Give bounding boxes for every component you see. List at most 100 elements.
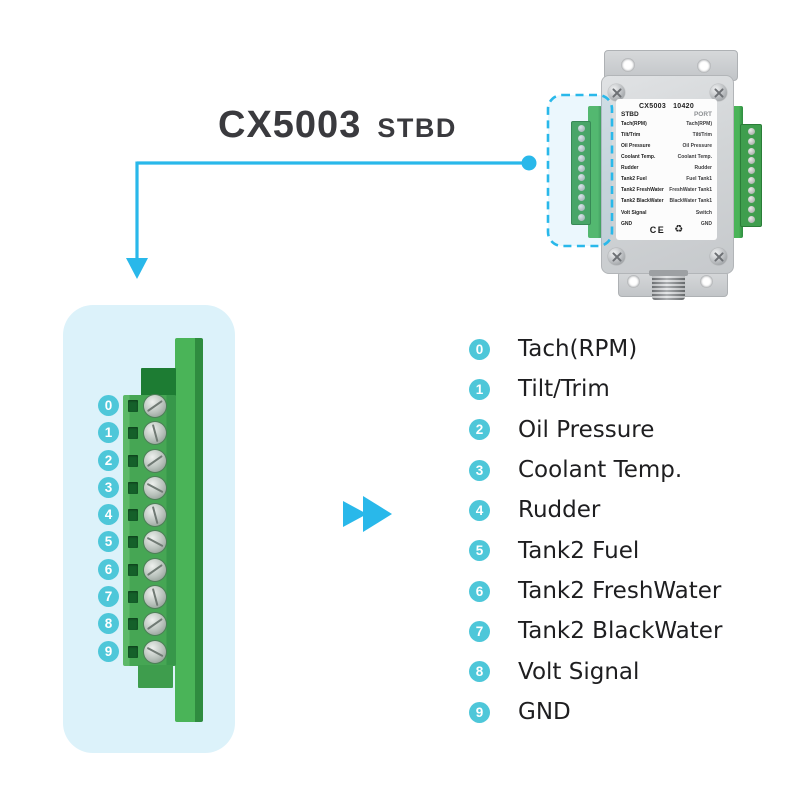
screw-icon [577,164,585,172]
screw-icon [710,248,727,265]
terminal-screw-icon [144,476,166,499]
page-title: CX5003 STBD [218,104,457,147]
screw-icon [747,167,755,175]
wire-slot [128,618,138,631]
screw-icon [577,204,585,211]
screw-icon [577,144,585,152]
terminal-screw-icon [144,613,166,636]
pin-number-badge: 4 [98,504,119,526]
pin-number-badge: 1 [469,378,490,400]
screw-icon [577,174,585,182]
title-model: CX5003 [218,104,362,146]
port-pin-name: Tach(RPM) [686,120,712,127]
port-pin-name: Switch [695,209,712,216]
pin-label: Tank2 BlackWater [518,618,723,645]
terminal-screw-icon [144,586,166,609]
pin-number-badge: 4 [469,499,490,521]
title-variant: STBD [377,113,457,143]
wire-slot [128,481,138,494]
device-label-row: Coolant Temp. Coolant Temp. [621,155,712,161]
pin-number-badge: 7 [469,620,490,642]
stbd-pin-name: GND [621,220,633,227]
stbd-pin-name: Tach(RPM) [621,120,647,127]
terminal-rear-bar [175,338,203,722]
device-label: CX5003 10420 STBD PORT Tach(RPM) Tach(RP… [616,99,717,240]
stbd-pin-name: Oil Pressure [621,142,651,149]
port-pin-name: Rudder [694,165,713,172]
pinout-row: 9 GND [469,692,722,732]
wire-slot [128,645,138,658]
screw-icon [747,128,755,135]
pin-number-badge: 2 [98,449,119,471]
terminal-screws-strip [571,121,591,225]
wire-slot-column [128,400,138,658]
screw-icon [747,137,755,145]
port-pin-name: BlackWater Tank1 [669,198,712,205]
stbd-pin-name: Tank2 FreshWater [621,187,664,194]
mounting-hole-icon [700,275,713,288]
device-label-row: Tank2 Fuel Fuel Tank1 [621,177,712,183]
screw-icon [577,213,585,221]
screw-icon [577,194,585,202]
stbd-pin-name: Coolant Temp. [621,154,656,161]
stbd-column-header: STBD [621,111,639,118]
pinout-row: 0 Tach(RPM) [469,329,722,369]
pin-label: Coolant Temp. [518,457,683,484]
pin-number-badge: 3 [469,459,490,481]
screw-icon [710,84,727,101]
screw-icon [577,184,585,192]
screw-icon [747,176,755,184]
device-label-row: Oil Pressure Oil Pressure [621,142,712,150]
pinout-row: 7 Tank2 BlackWater [469,611,722,651]
screw-icon [747,206,755,214]
pin-number-badge: 1 [98,422,119,444]
mounting-hole-icon [621,58,635,72]
fast-forward-icon-left [343,501,367,527]
terminal-screw-icon [144,395,166,417]
down-arrow-icon [126,258,148,279]
device-label-row: Tank2 BlackWater BlackWater Tank1 [621,199,712,205]
screw-icon [577,154,585,162]
device-photo: CX5003 10420 STBD PORT Tach(RPM) Tach(RP… [540,40,780,310]
pin-label: Tank2 FreshWater [518,578,722,605]
pin-number-badge: 5 [98,531,119,553]
device-label-row: Tilt/Trim Tilt/Trim [621,131,712,139]
stbd-pin-name: Tank2 Fuel [621,176,647,183]
stbd-pin-name: Tank2 BlackWater [621,198,664,205]
device-label-row: Rudder Rudder [621,166,712,172]
pin-number-badge: 0 [98,395,119,416]
terminal-screw-icon [144,422,166,445]
pin-number-badge: 9 [469,701,490,723]
device-label-row: GND GND [621,220,712,228]
port-pin-name: GND [700,220,712,227]
screw-icon [577,134,585,142]
device-body: CX5003 10420 STBD PORT Tach(RPM) Tach(RP… [601,75,734,274]
screw-icon [747,186,755,194]
port-column-header: PORT [693,111,712,118]
mini-screw-column [741,125,761,226]
wire-slot [128,563,138,576]
cable-connector [649,270,688,300]
pin-number-badge: 5 [469,540,490,562]
pin-label: GND [518,699,571,726]
device-code: 10420 [673,103,695,110]
stbd-pin-name: Tilt/Trim [621,131,641,138]
terminal-bottom-step [138,665,173,688]
wire-slot [128,454,138,467]
terminal-screw-icon [144,640,166,663]
leader-dot-icon [521,155,537,171]
port-pin-name: Fuel Tank1 [686,176,712,183]
terminal-screw-icon [144,558,166,581]
port-pin-name: Coolant Temp. [677,154,712,161]
fast-forward-icon-right [363,496,392,532]
device-label-row: Volt Signal Switch [621,209,712,217]
terminal-top-face [141,368,176,396]
wire-slot [128,509,138,522]
stbd-pin-name: Rudder [621,165,639,172]
wire-slot [128,536,138,549]
wire-slot [128,427,138,440]
wire-slot [128,400,138,412]
port-pin-name: Tilt/Trim [692,131,712,138]
